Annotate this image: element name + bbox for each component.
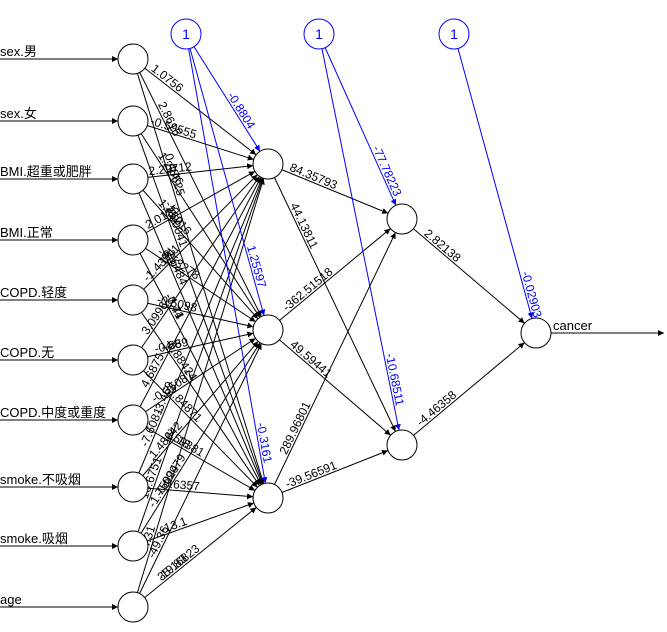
edge-input-hidden1 bbox=[132, 239, 256, 323]
bias-node bbox=[170, 18, 202, 50]
edge-input-hidden1 bbox=[132, 120, 261, 318]
input-label: sex.女 bbox=[0, 106, 37, 121]
edge-hidden2-output bbox=[401, 342, 525, 446]
input-node bbox=[117, 471, 149, 503]
bias-weight-label: -10.68511 bbox=[383, 352, 407, 407]
weight-label: 0.6357 bbox=[163, 476, 201, 493]
edge-input-hidden1 bbox=[132, 58, 265, 484]
edge-hidden1-hidden2 bbox=[267, 329, 391, 436]
edge-input-hidden1 bbox=[132, 341, 259, 488]
input-node bbox=[117, 591, 149, 623]
edge-bias-hidden1 bbox=[185, 33, 266, 316]
edge-bias-hidden2 bbox=[318, 33, 397, 206]
weight-label: 289.96801 bbox=[276, 399, 313, 456]
input-label: COPD.轻度 bbox=[0, 285, 67, 300]
weight-label: -4.46358 bbox=[414, 388, 460, 429]
edge-input-hidden1 bbox=[132, 120, 264, 485]
weight-label: 49.59441 bbox=[287, 337, 334, 380]
edges-layer bbox=[0, 33, 664, 610]
input-node bbox=[117, 224, 149, 256]
edge-input-hidden1 bbox=[132, 58, 257, 156]
edge-input-hidden1 bbox=[132, 507, 257, 608]
bias-label: 1 bbox=[450, 26, 458, 42]
edge-input-hidden1 bbox=[132, 177, 263, 488]
input-node bbox=[117, 530, 149, 562]
edge-hidden1-hidden2 bbox=[267, 163, 389, 214]
edge-bias-hidden2 bbox=[318, 33, 401, 431]
hidden1-node bbox=[252, 148, 284, 180]
input-label: COPD.无 bbox=[0, 345, 54, 360]
input-node bbox=[117, 163, 149, 195]
input-label: BMI.超重或肥胖 bbox=[0, 164, 92, 179]
weight-label: 44.13811 bbox=[287, 201, 321, 252]
input-node bbox=[117, 105, 149, 137]
weight-label: 2.29712 bbox=[148, 159, 193, 178]
bias-weight-label: -0.3161 bbox=[254, 422, 275, 465]
edge-input-hidden1 bbox=[132, 177, 262, 421]
input-label: BMI.正常 bbox=[0, 225, 53, 240]
bias-weight-label: -0.8804 bbox=[225, 89, 259, 131]
edge-input-hidden1 bbox=[132, 299, 254, 329]
edge-input-hidden1 bbox=[132, 177, 264, 547]
edge-bias-hidden1 bbox=[185, 33, 268, 484]
input-node bbox=[117, 404, 149, 436]
edge-bias-output bbox=[453, 33, 534, 319]
edge-hidden1-hidden2 bbox=[267, 163, 396, 432]
weight-label-extra: -4.59 bbox=[160, 335, 190, 355]
edge-input-hidden1 bbox=[132, 178, 259, 320]
bias-label: 1 bbox=[182, 26, 190, 42]
weight-labels-layer: sex.男 sex.女 BMI.超重或肥胖 BMI.正常 COPD.轻度 COPD.无 CO… bbox=[0, 44, 593, 607]
input-label: age bbox=[0, 592, 22, 607]
weight-label-extra: -19.83 bbox=[155, 551, 191, 583]
input-node bbox=[117, 284, 149, 316]
weight-label: -39.56591 bbox=[283, 458, 339, 491]
edge-input-hidden1 bbox=[132, 299, 260, 486]
bias-node bbox=[303, 18, 335, 50]
hidden1-node bbox=[252, 482, 284, 514]
input-label: smoke.吸烟 bbox=[0, 531, 68, 546]
output-node bbox=[520, 317, 552, 349]
input-node bbox=[117, 43, 149, 75]
edge-input-hidden1 bbox=[132, 419, 256, 491]
edge-input-hidden1 bbox=[132, 239, 262, 485]
input-label: smoke.不吸烟 bbox=[0, 472, 81, 487]
edge-input-hidden1 bbox=[132, 174, 258, 301]
input-node bbox=[117, 344, 149, 376]
hidden2-node bbox=[386, 429, 418, 461]
edge-input-hidden1 bbox=[132, 502, 255, 547]
edge-input-hidden1 bbox=[132, 176, 260, 361]
edge-input-hidden1 bbox=[132, 178, 265, 608]
weight-label: -0.68 bbox=[153, 336, 183, 356]
input-label: COPD.中度或重度 bbox=[0, 405, 106, 420]
edge-hidden1-hidden2 bbox=[267, 228, 391, 331]
edge-input-hidden1 bbox=[132, 163, 254, 180]
bias-weight-label: -0.02903 bbox=[519, 270, 545, 320]
edge-input-hidden1 bbox=[132, 337, 256, 421]
edge-bias-hidden1 bbox=[185, 33, 261, 152]
edge-input-hidden1 bbox=[132, 120, 254, 161]
input-label: sex.男 bbox=[0, 44, 37, 59]
weight-label: 1.0756 bbox=[149, 61, 187, 95]
bias-label: 1 bbox=[315, 26, 323, 42]
edge-input-hidden1 bbox=[132, 331, 254, 361]
edge-hidden1-hidden2 bbox=[267, 232, 396, 499]
edge-input-hidden1 bbox=[132, 342, 261, 547]
weight-label: 2.82138 bbox=[421, 226, 463, 265]
bias-weight-label: 1.25597 bbox=[244, 244, 269, 290]
edge-input-hidden1 bbox=[132, 58, 262, 317]
nodes-layer: 1 1 1 bbox=[117, 18, 552, 623]
edge-hidden2-output bbox=[401, 218, 525, 324]
edge-input-hidden1 bbox=[132, 343, 262, 608]
weight-label: 84.35793 bbox=[288, 160, 340, 192]
output-label: cancer bbox=[553, 318, 593, 333]
edge-input-hidden1 bbox=[132, 170, 256, 241]
hidden2-node bbox=[386, 203, 418, 235]
bias-weight-label: -77.78223 bbox=[370, 143, 405, 198]
hidden1-node bbox=[252, 314, 284, 346]
bias-node bbox=[438, 18, 470, 50]
edge-hidden1-hidden2 bbox=[267, 449, 389, 499]
